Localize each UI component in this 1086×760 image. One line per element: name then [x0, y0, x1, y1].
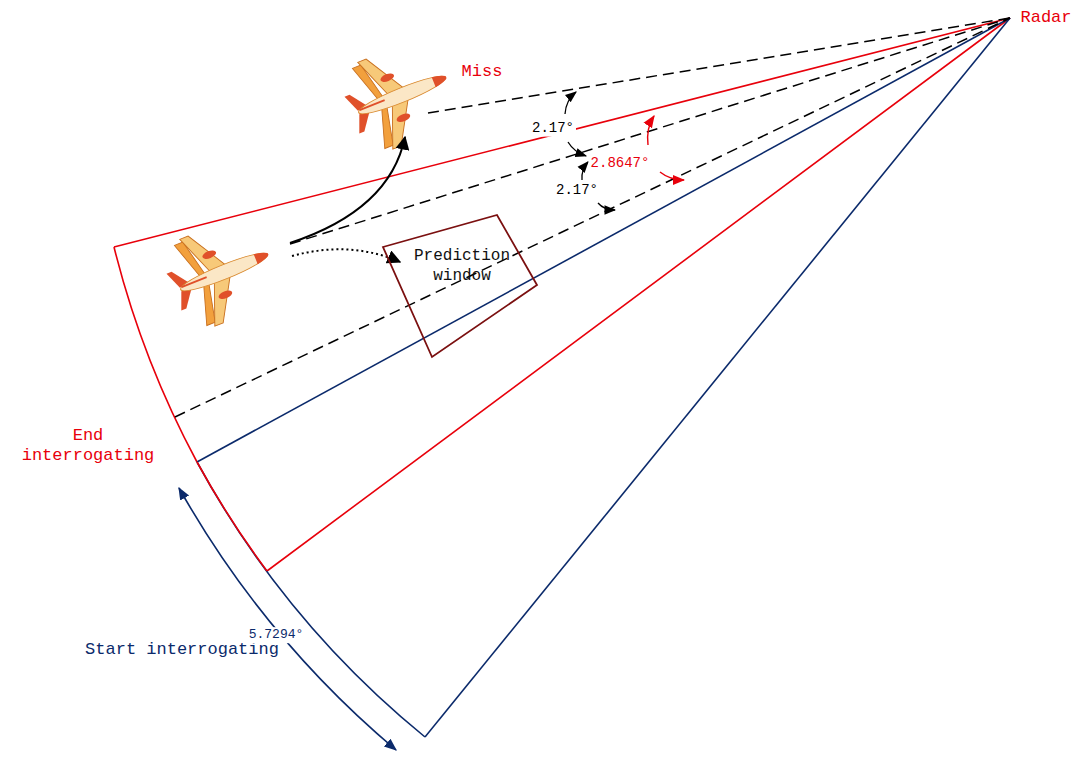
start-label: Start interrogating	[78, 640, 287, 660]
angle-label: 2.17°	[530, 120, 576, 137]
aircraft	[156, 211, 285, 336]
beam-lines	[175, 18, 1010, 417]
angle-label: 2.8647°	[589, 155, 652, 172]
radar-label: Radar	[1018, 8, 1073, 28]
predicted-track	[292, 249, 400, 262]
aircraft	[334, 34, 463, 159]
end-label: End interrogating	[16, 426, 160, 467]
angle-arrows-red	[648, 116, 684, 180]
window-outline	[383, 215, 537, 357]
angle-label: 5.7294°	[247, 627, 306, 643]
window-label: Prediction window	[402, 246, 522, 286]
miss-label: Miss	[460, 62, 505, 82]
red-arc	[197, 462, 267, 571]
red-sector	[114, 18, 1010, 571]
actual-track	[290, 137, 405, 243]
window-box: Prediction window	[380, 212, 540, 360]
window-outline	[380, 212, 540, 360]
angle-label: 2.17°	[554, 182, 600, 199]
blue-sector	[197, 18, 1010, 737]
angle-arrow	[179, 488, 396, 750]
